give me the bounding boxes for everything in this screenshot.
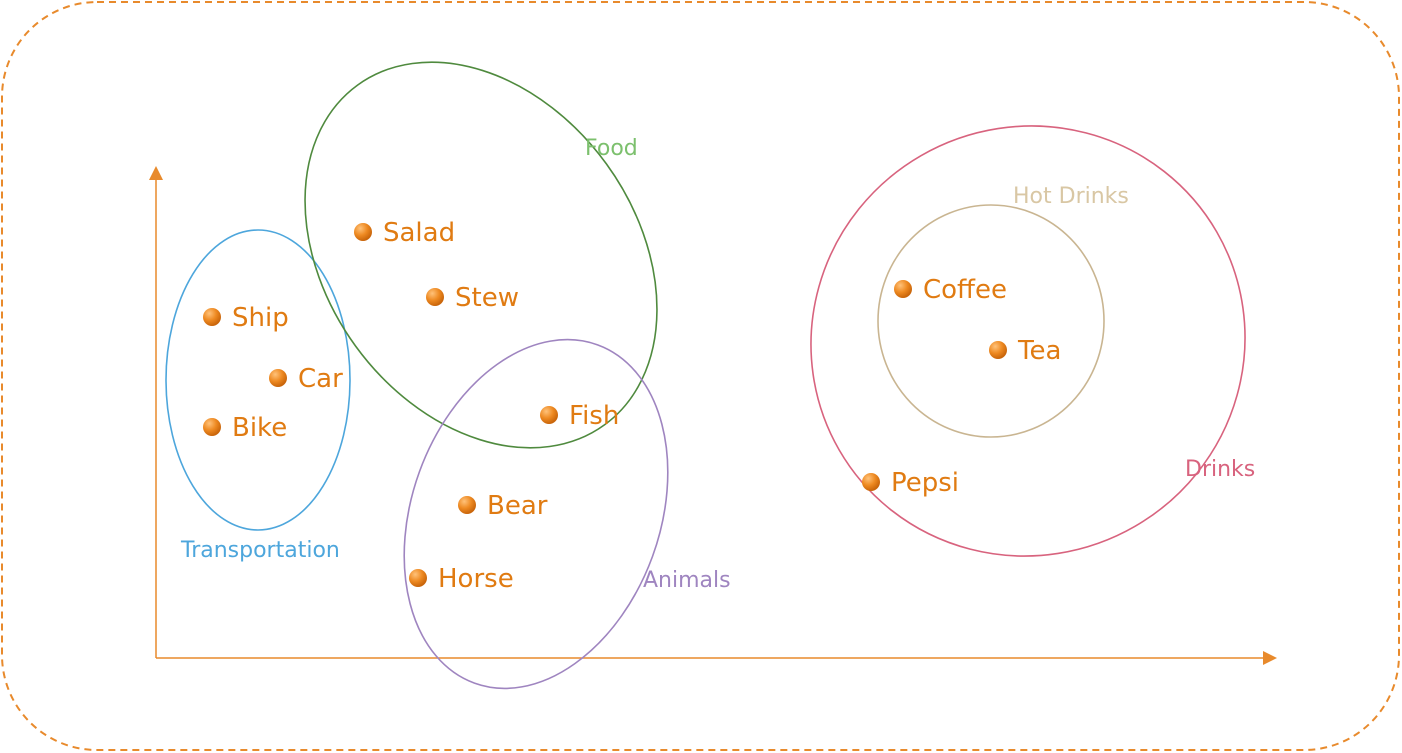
point-car-label: Car bbox=[298, 364, 343, 394]
x-axis-arrowhead bbox=[1263, 651, 1277, 665]
point-bike: Bike bbox=[203, 413, 287, 443]
point-stew-label: Stew bbox=[455, 283, 519, 313]
point-car-marker bbox=[269, 369, 287, 387]
point-bike-marker bbox=[203, 418, 221, 436]
point-coffee: Coffee bbox=[894, 275, 1007, 305]
point-pepsi-marker bbox=[862, 473, 880, 491]
data-points: Ship Car Bike Salad Stew Fish Bear Hors bbox=[203, 218, 1061, 594]
point-horse-marker bbox=[409, 569, 427, 587]
point-ship: Ship bbox=[203, 303, 289, 333]
point-ship-marker bbox=[203, 308, 221, 326]
point-fish: Fish bbox=[540, 401, 619, 431]
drinks-cluster-outline bbox=[810, 125, 1246, 557]
animals-label: Animals bbox=[643, 568, 731, 593]
point-bike-label: Bike bbox=[232, 413, 287, 443]
point-stew-marker bbox=[426, 288, 444, 306]
point-salad-label: Salad bbox=[383, 218, 455, 248]
axes bbox=[149, 166, 1277, 665]
food-label: Food bbox=[585, 136, 638, 161]
point-coffee-label: Coffee bbox=[923, 275, 1007, 305]
point-salad: Salad bbox=[354, 218, 455, 248]
cluster-labels: Transportation Food Animals Drinks Hot D… bbox=[180, 136, 1255, 593]
point-bear: Bear bbox=[458, 491, 548, 521]
point-bear-marker bbox=[458, 496, 476, 514]
point-pepsi-label: Pepsi bbox=[891, 468, 959, 498]
hot-drinks-label: Hot Drinks bbox=[1013, 184, 1129, 209]
point-fish-label: Fish bbox=[569, 401, 619, 431]
hot-drinks-cluster-outline bbox=[877, 204, 1105, 438]
point-fish-marker bbox=[540, 406, 558, 424]
point-horse-label: Horse bbox=[438, 564, 514, 594]
point-salad-marker bbox=[354, 223, 372, 241]
point-bear-label: Bear bbox=[487, 491, 548, 521]
transportation-label: Transportation bbox=[180, 538, 340, 563]
point-tea-label: Tea bbox=[1017, 336, 1061, 366]
point-stew: Stew bbox=[426, 283, 519, 313]
point-tea-marker bbox=[989, 341, 1007, 359]
drinks-label: Drinks bbox=[1185, 457, 1255, 482]
animals-cluster-outline bbox=[403, 338, 669, 690]
point-car: Car bbox=[269, 364, 343, 394]
point-ship-label: Ship bbox=[232, 303, 289, 333]
point-coffee-marker bbox=[894, 280, 912, 298]
point-pepsi: Pepsi bbox=[862, 468, 959, 498]
transportation-cluster-outline bbox=[165, 229, 351, 531]
cluster-ellipses bbox=[165, 61, 1246, 690]
point-tea: Tea bbox=[989, 336, 1061, 366]
food-cluster-outline bbox=[304, 61, 658, 449]
y-axis-arrowhead bbox=[149, 166, 163, 180]
point-horse: Horse bbox=[409, 564, 514, 594]
